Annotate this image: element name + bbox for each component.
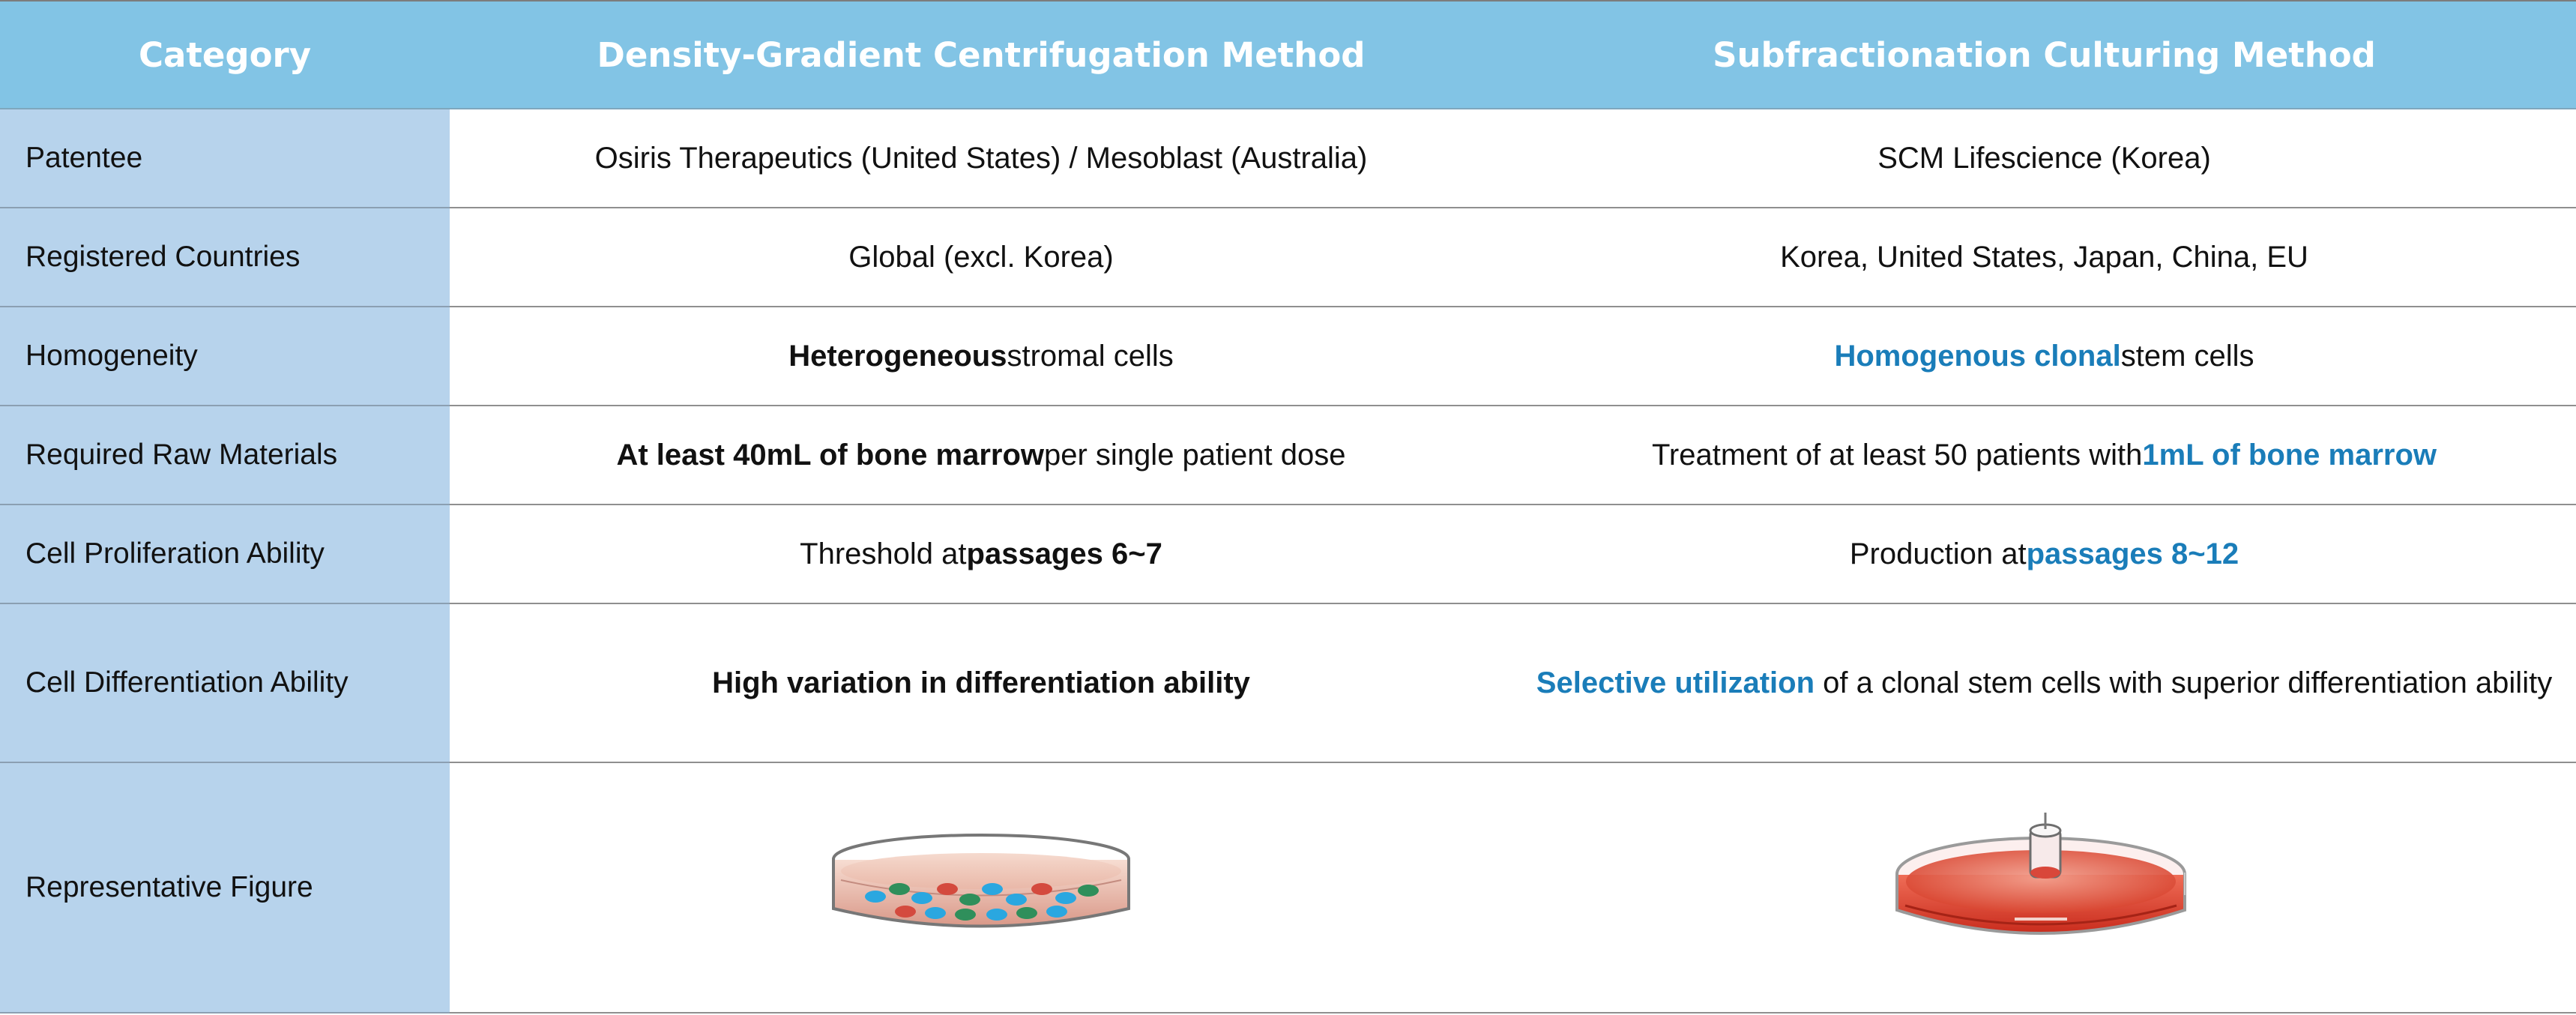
countries-density-value: Global (excl. Korea)	[450, 208, 1512, 307]
row-label-cell-differentiation-ability: Cell Differentiation Ability	[0, 604, 450, 763]
row-label-representative-figure: Representative Figure	[0, 763, 450, 1014]
header-subfractionation-method: Subfractionation Culturing Method	[1512, 1, 2576, 109]
header-category: Category	[0, 1, 450, 109]
density-figure-wrap	[472, 763, 1490, 1012]
differentiation-density-bold: High variation in differentiation abilit…	[712, 666, 1250, 699]
petri-dish-colored-cells-icon	[832, 834, 1130, 928]
differentiation-subfractionation-highlight: Selective utilization	[1536, 666, 1815, 699]
proliferation-density-prefix: Threshold at	[800, 537, 967, 570]
row-label-patentee: Patentee	[0, 109, 450, 208]
proliferation-density-bold: passages 6~7	[966, 537, 1162, 570]
differentiation-subfractionation-rest: of a clonal stem cells with superior dif…	[1815, 666, 2553, 699]
header-density-gradient-method: Density-Gradient Centrifugation Method	[450, 1, 1512, 109]
homogeneity-subfractionation-rest: stem cells	[2120, 339, 2254, 373]
patentee-subfractionation-value: SCM Lifescience (Korea)	[1512, 109, 2576, 208]
proliferation-subfractionation-value: Production at passages 8~12	[1512, 505, 2576, 604]
proliferation-subfractionation-prefix: Production at	[1849, 537, 2027, 570]
raw-density-bold: At least 40mL of bone marrow	[616, 438, 1044, 472]
homogeneity-subfractionation-value: Homogenous clonal stem cells	[1512, 307, 2576, 406]
proliferation-subfractionation-highlight: passages 8~12	[2026, 537, 2239, 570]
homogeneity-subfractionation-highlight: Homogenous clonal	[1834, 339, 2121, 373]
subfractionation-figure-wrap	[1535, 763, 2554, 1012]
raw-subfractionation-value: Treatment of at least 50 patients with 1…	[1512, 406, 2576, 505]
row-label-cell-proliferation-ability: Cell Proliferation Ability	[0, 505, 450, 604]
patentee-density-value: Osiris Therapeutics (United States) / Me…	[450, 109, 1512, 208]
differentiation-subfractionation-value: Selective utilization of a clonal stem c…	[1512, 604, 2576, 763]
differentiation-density-value: High variation in differentiation abilit…	[450, 604, 1512, 763]
countries-subfractionation-value: Korea, United States, Japan, China, EU	[1512, 208, 2576, 307]
homogeneity-density-value: Heterogeneous stromal cells	[450, 307, 1512, 406]
proliferation-density-value: Threshold at passages 6~7	[450, 505, 1512, 604]
cell-dots	[865, 883, 1099, 921]
row-label-registered-countries: Registered Countries	[0, 208, 450, 307]
petri-dish-red-medium-icon	[1895, 813, 2186, 935]
homogeneity-density-rest: stromal cells	[1007, 339, 1174, 373]
row-label-homogeneity: Homogeneity	[0, 307, 450, 406]
raw-density-rest: per single patient dose	[1044, 438, 1346, 472]
row-label-required-raw-materials: Required Raw Materials	[0, 406, 450, 505]
differentiation-subfractionation-text: Selective utilization of a clonal stem c…	[1536, 664, 2552, 702]
figure-subfractionation-cell	[1512, 763, 2576, 1014]
raw-density-value: At least 40mL of bone marrow per single …	[450, 406, 1512, 505]
raw-subfractionation-highlight: 1mL of bone marrow	[2142, 438, 2437, 472]
raw-subfractionation-prefix: Treatment of at least 50 patients with	[1651, 438, 2143, 472]
homogeneity-density-bold: Heterogeneous	[788, 339, 1007, 373]
figure-density-cell	[450, 763, 1512, 1014]
